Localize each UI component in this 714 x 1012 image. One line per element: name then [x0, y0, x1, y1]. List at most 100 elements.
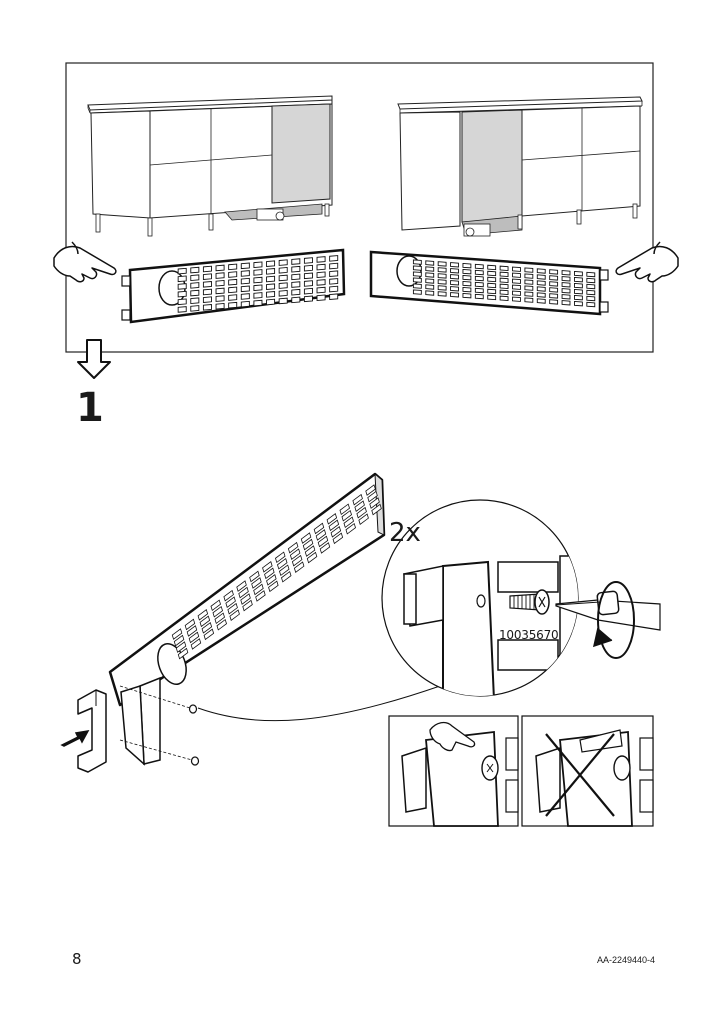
grille-slot [255, 590, 266, 602]
grille-slot [339, 503, 350, 516]
grille-slot [303, 287, 313, 295]
grille-slot [190, 274, 200, 282]
grille-slot [262, 561, 273, 573]
grille-slot [277, 557, 288, 570]
grille-slot [291, 296, 301, 304]
grille-slot [266, 283, 276, 290]
grille-slot [266, 275, 276, 283]
grille-slot [450, 262, 459, 268]
grille-slot [512, 266, 521, 272]
grille-slot [190, 297, 200, 305]
grille-slot [356, 506, 367, 519]
grille-slot [450, 292, 459, 298]
grille-slot [177, 283, 187, 290]
grille-slot [215, 272, 225, 279]
grille-slot [316, 263, 326, 271]
grille-slot [425, 266, 435, 272]
grille-slot [474, 281, 484, 288]
step-number: 1 [76, 385, 104, 431]
grille-slot [215, 279, 225, 287]
grille-slot [225, 596, 236, 608]
grille-slot [278, 274, 288, 282]
grille-slot [291, 258, 301, 265]
grille-slot [266, 260, 276, 267]
grille-slot [329, 285, 339, 293]
grille-slot [329, 270, 339, 277]
grille-slot [202, 304, 212, 311]
grille-slot [171, 628, 183, 640]
grille-slot [240, 270, 250, 277]
grille-slot [462, 292, 472, 299]
grille-slot [574, 270, 583, 277]
grille-slot [215, 264, 225, 272]
grille-slot [329, 278, 339, 285]
grille-slot [212, 605, 223, 618]
grille-slot [278, 297, 288, 305]
grille-slot [425, 272, 435, 278]
grille-slot [304, 545, 316, 557]
grille-slot [229, 609, 240, 621]
grille-slot [450, 286, 459, 292]
grille-slot [287, 541, 299, 554]
grille-slot [499, 277, 509, 284]
grille-slot [278, 289, 288, 297]
grille-slot [586, 301, 596, 308]
grille-slot [240, 593, 251, 605]
grille-slot [278, 282, 288, 289]
grille-slot [316, 256, 326, 263]
grille-slot [524, 273, 534, 279]
grille-slot [487, 288, 497, 295]
grille-slot [278, 259, 288, 266]
grille-slot [412, 277, 422, 283]
grille-slot [574, 294, 583, 301]
grille-slot [300, 532, 312, 544]
grille-slot [352, 493, 363, 506]
grille-slot [228, 263, 238, 271]
grille-slot [437, 261, 447, 267]
grille-slot [549, 287, 559, 293]
grille-slot [474, 269, 484, 276]
grille-slot [549, 299, 559, 305]
grille-slot [303, 264, 313, 272]
grille-slot [228, 286, 238, 294]
part-number: 10035670 [499, 628, 559, 642]
grille-slot [549, 281, 559, 287]
grille-slot [524, 297, 534, 303]
grille-slot [367, 490, 378, 503]
grille-slot [291, 265, 301, 273]
grille-slot [202, 288, 212, 296]
grille-slot [586, 289, 596, 296]
grille-slot [487, 264, 497, 271]
grille-slot [474, 293, 484, 300]
grille-slot [499, 283, 509, 290]
grille-slot [173, 634, 185, 647]
document-code: AA-2249440-4 [597, 955, 656, 965]
grille-slot [328, 519, 340, 532]
grille-slot [202, 281, 212, 288]
grille-slot [315, 529, 327, 541]
grille-slot [253, 292, 263, 299]
grille-slot [186, 625, 198, 637]
grille-slot [184, 618, 196, 631]
grille-slot [210, 599, 221, 612]
grille-slot [291, 288, 301, 296]
grille-slot [487, 294, 497, 301]
grille-slot [425, 284, 435, 290]
grille-slot [512, 272, 521, 278]
grille-slot [302, 538, 314, 551]
grille-slot [487, 270, 497, 277]
grille-slot [524, 291, 534, 297]
grille-slot [329, 293, 339, 300]
grille-slot [462, 262, 472, 269]
grille-slot [536, 286, 546, 292]
grille-slot [227, 602, 238, 615]
grille-slot [343, 516, 354, 529]
grille-slot [279, 564, 290, 577]
grille-slot [412, 271, 422, 277]
quantity-label: 2x [389, 518, 421, 548]
grille-slot [561, 300, 571, 306]
